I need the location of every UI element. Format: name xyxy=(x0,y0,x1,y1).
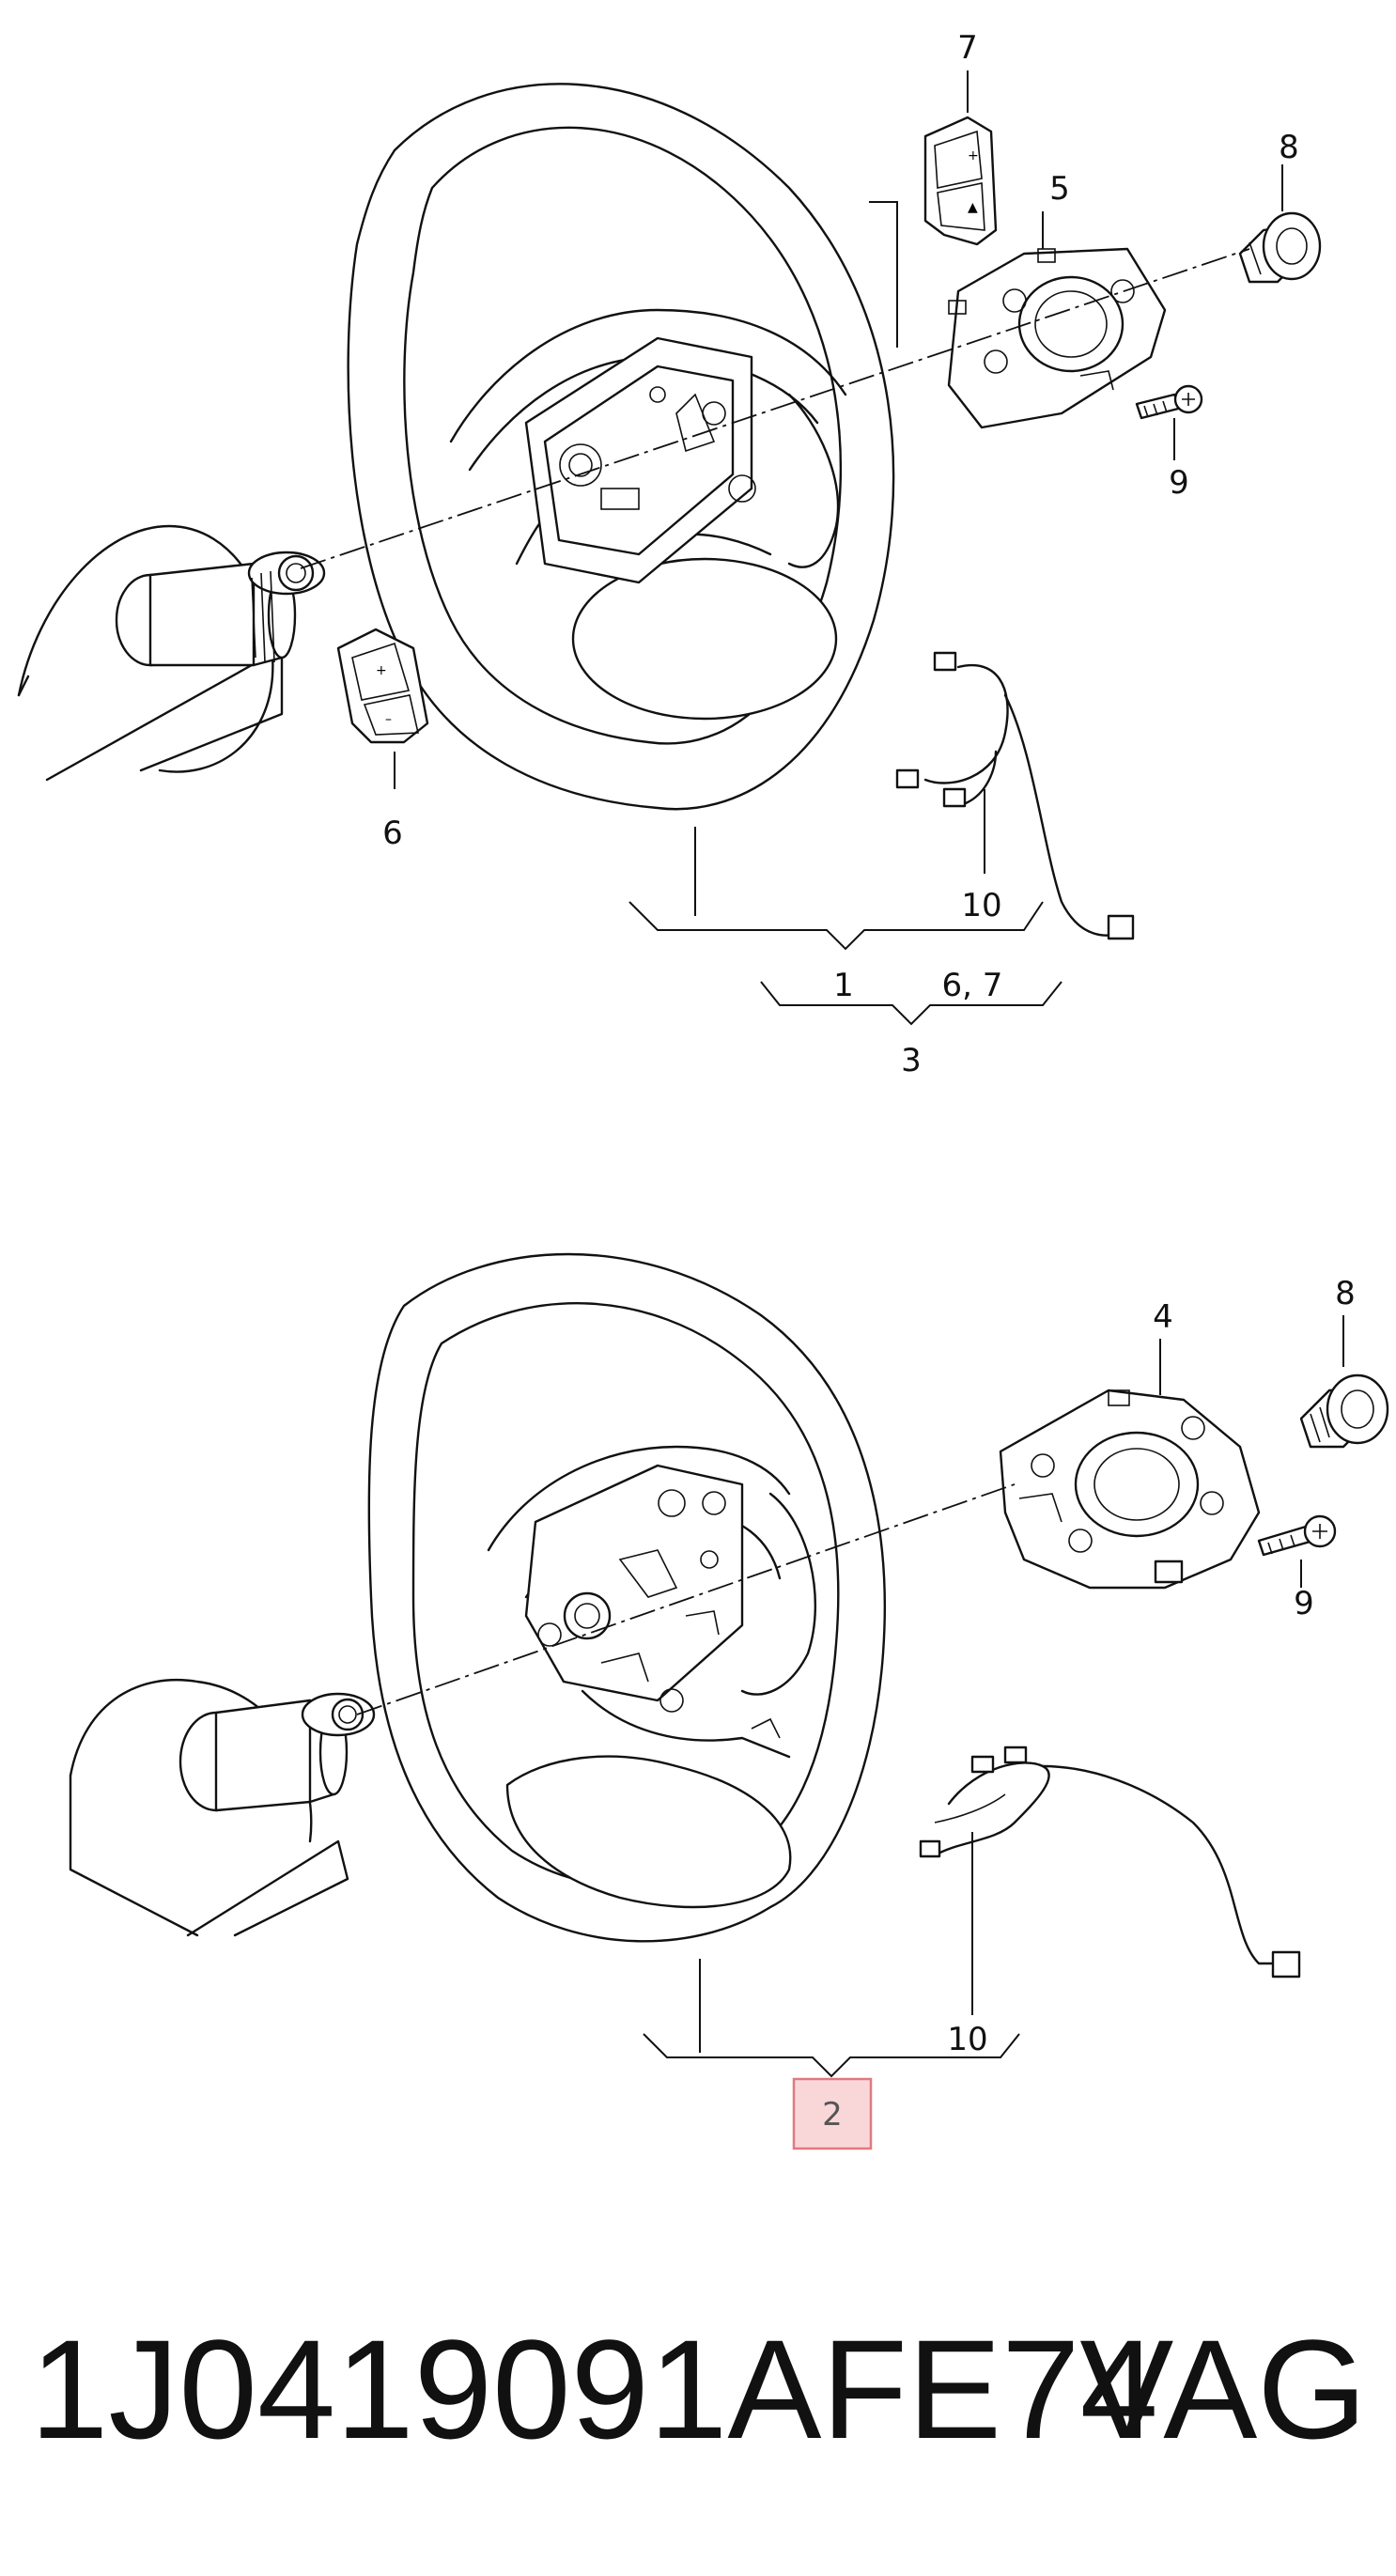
svg-text:–: – xyxy=(385,712,392,727)
svg-text:▲: ▲ xyxy=(968,200,978,215)
callout-1: 1 xyxy=(833,967,854,1004)
axis-line-top xyxy=(300,248,1250,569)
svg-text:+: + xyxy=(968,148,979,163)
wiring-bottom xyxy=(919,1746,1301,1979)
screw-bottom xyxy=(1257,1514,1337,1557)
callout-10-bottom: 10 xyxy=(947,2021,987,2058)
wiring-top xyxy=(895,651,1135,940)
steering-wheel-bottom xyxy=(367,1252,886,1943)
callout-6-7: 6, 7 xyxy=(942,967,1003,1004)
right-button-top: + ▲ xyxy=(923,116,998,246)
callout-5: 5 xyxy=(1049,170,1070,208)
callout-2: 2 xyxy=(822,2096,843,2134)
top-diagram: + ▲ xyxy=(17,29,1322,1079)
brand-name: VAG xyxy=(1079,2310,1367,2468)
bottom-diagram: 4 8 9 10 2 xyxy=(69,1252,1389,2150)
callout-6: 6 xyxy=(382,815,403,852)
callout-4: 4 xyxy=(1153,1298,1173,1336)
callout-8: 8 xyxy=(1279,129,1299,166)
screw-top xyxy=(1135,384,1203,420)
part-number: 1J0419091AFE74 xyxy=(30,2310,1158,2468)
steering-column-bottom xyxy=(69,1678,376,1937)
callout-7: 7 xyxy=(957,29,978,67)
callout-3: 3 xyxy=(901,1042,922,1079)
steering-column-top xyxy=(17,524,326,782)
slip-ring-bottom xyxy=(999,1389,1261,1590)
left-button-top: + – xyxy=(336,628,429,744)
callout-9: 9 xyxy=(1169,464,1189,502)
axis-line-bottom xyxy=(356,1483,1016,1715)
highlight-box xyxy=(792,2077,873,2150)
callout-10: 10 xyxy=(961,887,1001,924)
svg-text:+: + xyxy=(376,663,387,678)
slip-ring-top xyxy=(947,247,1167,429)
bolt-top xyxy=(1238,211,1322,284)
callout-9-bottom: 9 xyxy=(1294,1585,1314,1622)
steering-wheel-top xyxy=(347,83,895,811)
callout-8-bottom: 8 xyxy=(1335,1275,1356,1312)
bolt-bottom xyxy=(1299,1373,1389,1449)
